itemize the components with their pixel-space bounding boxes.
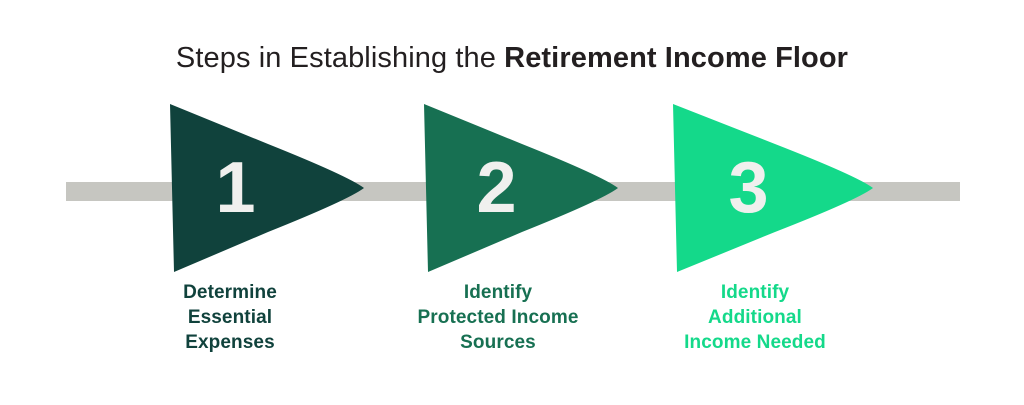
step-2-number: 2 bbox=[476, 148, 516, 228]
arrowhead-icon bbox=[170, 104, 364, 272]
step-3-caption: Identify Additional Income Needed bbox=[684, 282, 826, 353]
title-regular-text: Steps in Establishing the bbox=[175, 42, 505, 74]
step-3[interactable]: 3 bbox=[657, 104, 879, 272]
page-title: Steps in Establishing the Retirement Inc… bbox=[0, 40, 1024, 76]
arrowhead-icon bbox=[424, 104, 618, 272]
arrowhead-icon bbox=[673, 104, 873, 272]
step-2-arrow-wrap: 2 bbox=[407, 104, 629, 272]
step-1-arrow-wrap: 1 bbox=[148, 104, 370, 272]
step-1[interactable]: 1 bbox=[148, 104, 370, 272]
step-2[interactable]: 2 bbox=[407, 104, 629, 272]
step-3-arrow-wrap: 3 bbox=[657, 104, 879, 272]
step-3-number: 3 bbox=[728, 148, 768, 228]
title-bold-text: Retirement Income Floor bbox=[504, 42, 849, 74]
step-1-number: 1 bbox=[215, 148, 255, 228]
step-2-caption: Identify Protected Income Sources bbox=[417, 282, 579, 353]
step-1-caption: Determine Essential Expenses bbox=[183, 282, 277, 353]
